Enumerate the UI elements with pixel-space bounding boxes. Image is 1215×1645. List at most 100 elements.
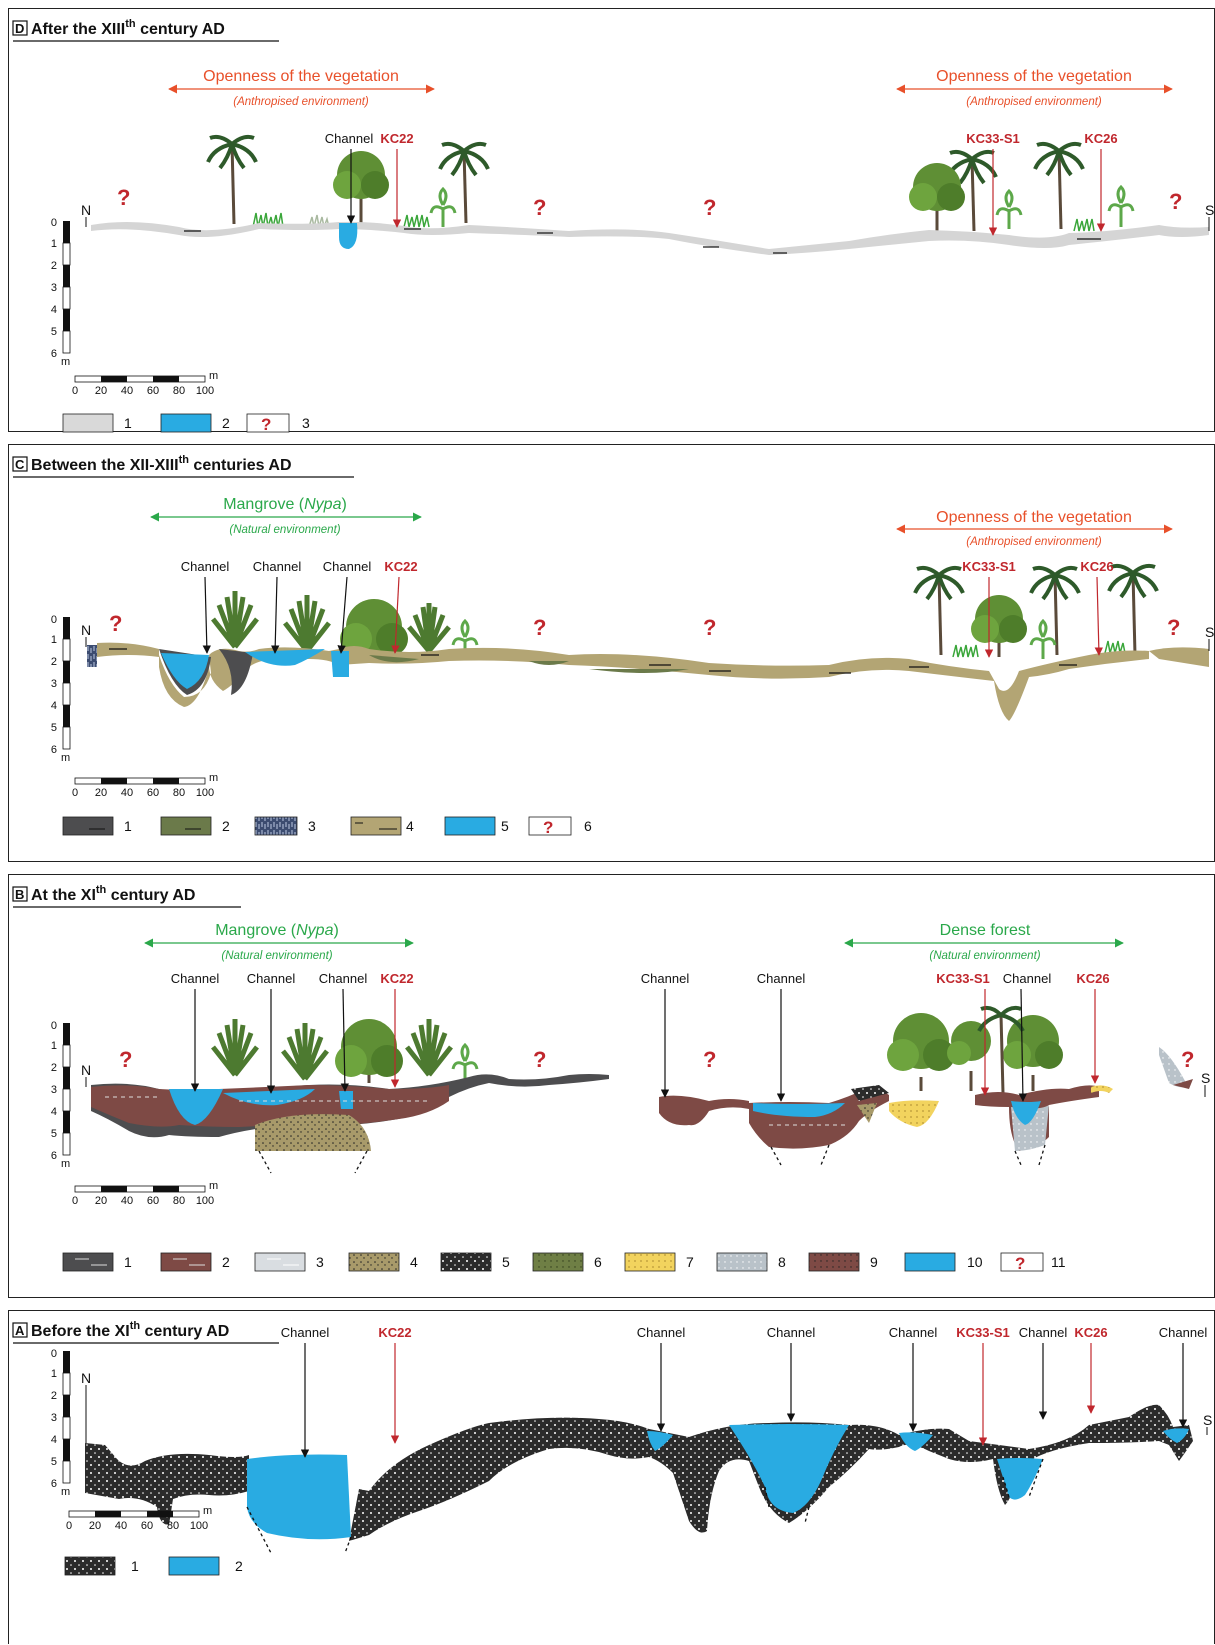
svg-text:D: D [15, 21, 24, 36]
svg-text:5: 5 [51, 1128, 57, 1140]
channel-label: Channel [1159, 1325, 1207, 1428]
svg-text:Channel: Channel [181, 559, 230, 574]
panel-c: C Between the XII-XIIIth centuries AD Ma… [8, 444, 1215, 862]
question-mark: ? [1167, 615, 1180, 640]
core-label-kc26: KC26 [1080, 559, 1114, 656]
core-label-kc33-s1: KC33-S1 [956, 1325, 1010, 1446]
core-label-kc22: KC22 [384, 559, 418, 654]
question-mark: ? [703, 1047, 716, 1072]
channel-label: Channel [181, 559, 230, 654]
legend: 1 2 [64, 1556, 243, 1576]
north-label: N [81, 202, 91, 218]
svg-text:2: 2 [222, 818, 230, 834]
svg-text:(Natural environment): (Natural environment) [221, 950, 332, 962]
channel-label: Channel [757, 971, 806, 1102]
question-mark: ? [703, 615, 716, 640]
core-label-kc33-s1: KC33-S1 [936, 971, 990, 1096]
core-label-kc33-s1: KC33-S1 [962, 559, 1016, 658]
svg-text:?: ? [1015, 1254, 1025, 1273]
svg-text:4: 4 [410, 1254, 418, 1270]
svg-text:20: 20 [89, 1520, 101, 1532]
svg-text:Channel: Channel [323, 559, 372, 574]
svg-text:3: 3 [308, 818, 316, 834]
svg-text:KC26: KC26 [1080, 559, 1113, 574]
svg-text:Channel: Channel [247, 971, 296, 986]
svg-text:100: 100 [196, 385, 214, 397]
question-mark: ? [703, 195, 716, 220]
svg-text:0: 0 [51, 217, 57, 229]
question-mark: ? [1169, 189, 1182, 214]
vegetation [211, 563, 1159, 659]
stratigraphic-profile [85, 1404, 1193, 1554]
channel-label: Channel [1019, 1325, 1068, 1420]
svg-text:4: 4 [51, 700, 57, 712]
svg-text:1: 1 [124, 818, 132, 834]
svg-text:60: 60 [147, 385, 159, 397]
south-label: S [1205, 202, 1214, 218]
channel-label: Channel [171, 971, 220, 1092]
svg-text:m: m [209, 370, 218, 382]
svg-text:0: 0 [66, 1520, 72, 1532]
environment-label-right: Openness of the vegetation (Anthropised … [896, 68, 1173, 108]
svg-text:40: 40 [121, 1195, 133, 1207]
environment-label-right: Dense forest (Natural environment) [844, 922, 1124, 962]
svg-text:6: 6 [594, 1254, 602, 1270]
svg-text:100: 100 [196, 787, 214, 799]
question-mark: ? [117, 185, 130, 210]
svg-text:1: 1 [124, 1254, 132, 1270]
stratigraphic-profile [87, 642, 1209, 721]
horizontal-scale: 0 20 40 60 80 100 m [66, 1505, 212, 1532]
svg-text:0: 0 [51, 1348, 57, 1360]
svg-text:3: 3 [51, 1084, 57, 1096]
svg-text:3: 3 [302, 415, 310, 431]
depth-scale: 0 1 2 3 4 5 6 m [51, 217, 71, 368]
svg-text:4: 4 [51, 304, 57, 316]
core-label-kc22: KC22 [380, 131, 414, 228]
core-label-kc33-s1: KC33-S1 [966, 131, 1020, 236]
svg-text:Channel: Channel [171, 971, 220, 986]
question-mark: ? [533, 615, 546, 640]
svg-text:m: m [61, 752, 70, 764]
svg-text:?: ? [261, 415, 271, 433]
legend: 1 2 3 4 5 6 7 8 9 10 ? 11 [62, 1252, 1066, 1273]
svg-text:80: 80 [173, 1195, 185, 1207]
svg-text:3: 3 [51, 678, 57, 690]
vegetation [206, 134, 1135, 232]
svg-text:(Natural environment): (Natural environment) [929, 950, 1040, 962]
svg-text:20: 20 [95, 787, 107, 799]
channel-label: Channel [325, 131, 373, 224]
svg-text:Channel: Channel [1019, 1325, 1068, 1340]
question-mark: ? [119, 1047, 132, 1072]
panel-title: C Between the XII-XIIIth centuries AD [12, 454, 354, 478]
svg-text:5: 5 [502, 1254, 510, 1270]
svg-text:0: 0 [72, 1195, 78, 1207]
svg-text:2: 2 [222, 1254, 230, 1270]
svg-text:5: 5 [51, 722, 57, 734]
depth-scale: 0 1 2 3 4 5 6 m [51, 1020, 71, 1170]
svg-text:Channel: Channel [767, 1325, 816, 1340]
panel-title: B At the XIth century AD [12, 884, 241, 908]
question-mark: ? [109, 611, 122, 636]
svg-text:5: 5 [51, 326, 57, 338]
svg-text:11: 11 [1051, 1254, 1066, 1270]
svg-text:6: 6 [51, 348, 57, 360]
svg-text:KC33-S1: KC33-S1 [956, 1325, 1009, 1340]
svg-text:At the XIth century AD: At the XIth century AD [31, 884, 195, 904]
environment-label-left: Openness of the vegetation (Anthropised … [168, 68, 435, 108]
svg-text:KC26: KC26 [1076, 971, 1109, 986]
question-mark: ? [533, 1047, 546, 1072]
svg-text:B: B [15, 887, 24, 902]
environment-label-left: Mangrove (Nypa) (Natural environment) [150, 496, 422, 536]
environment-label-left: Mangrove (Nypa) (Natural environment) [144, 922, 414, 962]
svg-text:4: 4 [51, 1434, 57, 1446]
svg-text:20: 20 [95, 1195, 107, 1207]
svg-text:100: 100 [190, 1520, 208, 1532]
svg-text:Channel: Channel [757, 971, 806, 986]
svg-text:KC22: KC22 [380, 131, 413, 146]
svg-text:Channel: Channel [641, 971, 690, 986]
svg-text:Openness of the vegetation: Openness of the vegetation [203, 68, 399, 85]
legend: 1 2 3 4 5 ? 6 [62, 816, 592, 837]
svg-text:Channel: Channel [253, 559, 302, 574]
svg-text:8: 8 [778, 1254, 786, 1270]
panel-d: D After the XIIIth century AD Openness o… [8, 8, 1215, 433]
